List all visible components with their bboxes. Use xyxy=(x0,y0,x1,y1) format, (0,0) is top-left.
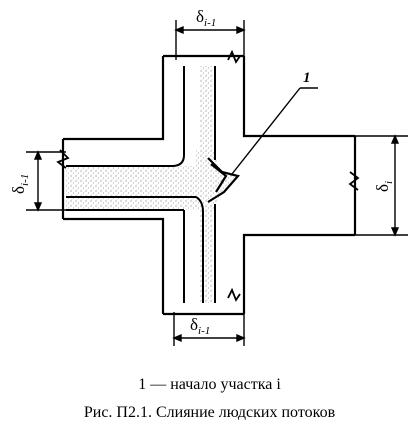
dimension-left-label: δi-1 xyxy=(9,174,31,194)
dimension-bottom xyxy=(172,312,246,346)
dimension-bottom-label: δi-1 xyxy=(190,315,210,337)
dimension-top-label: δi-1 xyxy=(196,7,216,29)
figure-caption: Рис. П2.1. Слияние людских потоков xyxy=(83,404,336,421)
dimension-top xyxy=(174,20,246,60)
flow-boundaries xyxy=(66,66,216,303)
break-marks xyxy=(56,49,360,302)
flow-left xyxy=(66,166,203,210)
flow-front-arrow xyxy=(207,157,241,203)
dimension-right xyxy=(355,134,408,237)
corridor-walls xyxy=(61,54,357,316)
dimension-right-label: δi xyxy=(373,181,395,192)
marker-label: 1 xyxy=(303,70,311,86)
merge-diagram: δi-1 δi-1 δi-1 δi 1 xyxy=(9,7,408,346)
flow-junction xyxy=(196,150,236,210)
figure-legend: 1 — начало участка i xyxy=(138,376,281,393)
dimension-left xyxy=(26,150,66,212)
marker-leader xyxy=(231,87,318,175)
